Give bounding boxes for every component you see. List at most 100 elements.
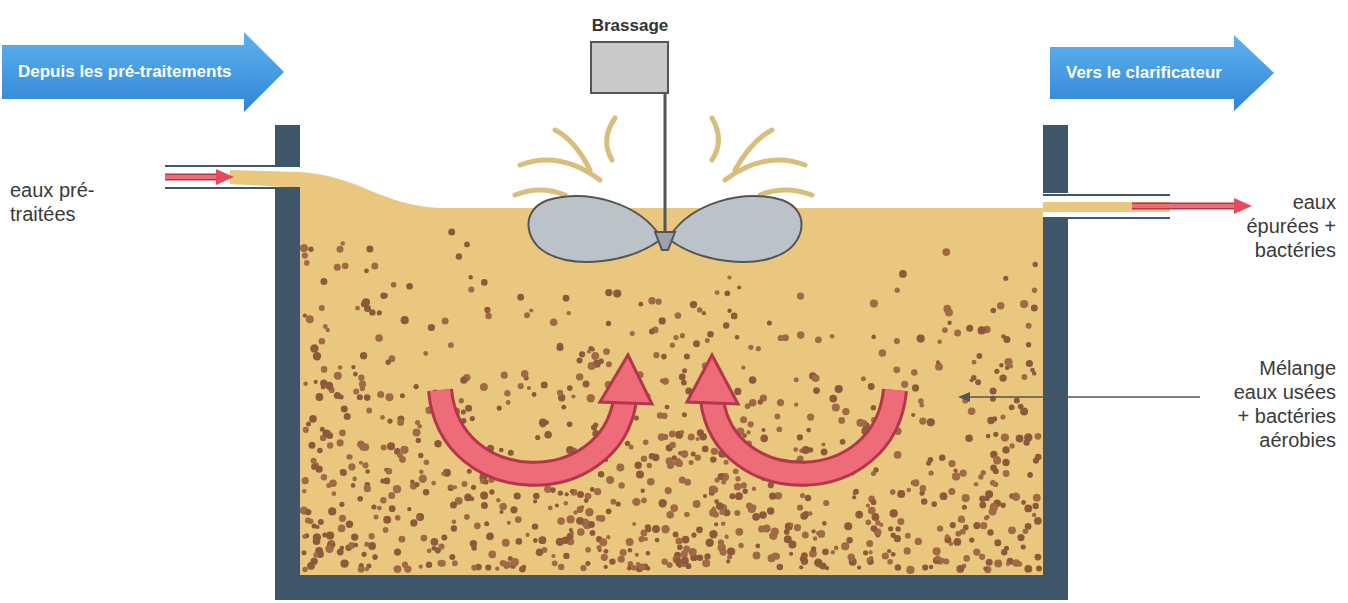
bacteria-dot: [670, 343, 675, 348]
bacteria-dot: [400, 393, 405, 398]
bacteria-dot: [948, 460, 955, 467]
bacteria-dot: [372, 554, 378, 560]
bacteria-dot: [514, 492, 521, 499]
bacteria-dot: [894, 451, 902, 459]
bacteria-dot: [760, 435, 768, 443]
bacteria-dot: [481, 502, 488, 509]
bacteria-dot: [855, 511, 863, 519]
bacteria-dot: [1000, 414, 1005, 419]
bacteria-dot: [926, 461, 931, 466]
bacteria-dot: [316, 393, 324, 401]
bacteria-dot: [434, 440, 441, 447]
bacteria-dot: [684, 512, 690, 518]
bacteria-dot: [1001, 549, 1007, 555]
bacteria-dot: [893, 366, 900, 373]
bacteria-dot: [767, 321, 772, 326]
bacteria-dot: [866, 558, 871, 563]
bacteria-dot: [576, 373, 583, 380]
bacteria-dot: [968, 407, 976, 415]
bacteria-dot: [806, 428, 811, 433]
bacteria-dot: [697, 429, 704, 436]
bacteria-dot: [993, 482, 998, 487]
bacteria-dot: [1033, 262, 1038, 267]
bacteria-dot: [769, 493, 776, 500]
bacteria-dot: [727, 275, 731, 279]
bacteria-dot: [386, 393, 394, 401]
bacteria-dot: [302, 489, 306, 493]
bacteria-dot: [882, 552, 889, 559]
bacteria-dot: [375, 334, 383, 342]
circulation-arrows: [440, 390, 895, 474]
bacteria-dot: [931, 501, 937, 507]
bacteria-dot: [386, 468, 393, 475]
bacteria-dot: [795, 525, 799, 529]
bacteria-dot: [1003, 336, 1010, 343]
bacteria-dot: [871, 525, 878, 532]
bacteria-dot: [702, 446, 709, 453]
bacteria-dot: [465, 405, 472, 412]
bacteria-dot: [358, 375, 364, 381]
bacteria-dot: [337, 439, 344, 446]
bacteria-dot: [648, 297, 655, 304]
bacteria-dot: [381, 444, 387, 450]
bacteria-dot: [942, 327, 948, 333]
bacteria-dot: [735, 492, 743, 500]
bacteria-dot: [649, 329, 655, 335]
bacteria-dot: [888, 526, 893, 531]
bacteria-dot: [748, 345, 753, 350]
bacteria-dot: [371, 263, 378, 270]
bacteria-dot: [539, 536, 547, 544]
bacteria-dot: [906, 566, 914, 574]
bacteria-dot: [416, 438, 421, 443]
bacteria-dot: [735, 528, 743, 536]
bacteria-dot: [674, 558, 681, 565]
bacteria-dot: [460, 377, 467, 384]
tank-walls: [275, 125, 1068, 600]
bacteria-dot: [693, 500, 701, 508]
bacteria-dot: [360, 352, 367, 359]
bacteria-dot: [441, 472, 445, 476]
bacteria-dot: [359, 461, 363, 465]
bacteria-dot: [693, 340, 700, 347]
bacteria-dot: [577, 528, 585, 536]
bacteria-dot: [561, 405, 566, 410]
bacteria-dot: [320, 278, 327, 285]
bacteria-dot: [632, 522, 636, 526]
bacteria-dot: [438, 560, 444, 566]
bacteria-dot: [380, 415, 385, 420]
bacteria-dot: [326, 328, 330, 332]
bacteria-dot: [866, 503, 870, 507]
bacteria-dot: [590, 487, 595, 492]
bacteria-dot: [532, 392, 537, 397]
bacteria-dot: [759, 511, 767, 519]
bacteria-dot: [438, 544, 444, 550]
bacteria-dot: [313, 552, 318, 557]
bacteria-dot: [1010, 443, 1015, 448]
bacteria-dot: [591, 425, 597, 431]
bacteria-dot: [583, 381, 590, 388]
bacteria-dot: [794, 377, 799, 382]
bacteria-dot: [652, 525, 660, 533]
bacteria-dot: [866, 520, 872, 526]
bacteria-dot: [919, 418, 926, 425]
bacteria-dot: [800, 493, 805, 498]
bacteria-dot: [362, 298, 370, 306]
bacteria-dot: [937, 339, 942, 344]
bacteria-dot: [911, 413, 915, 417]
bacteria-dot: [867, 559, 874, 566]
bacteria-dot: [680, 333, 685, 338]
bacteria-dot: [397, 452, 403, 458]
bacteria-dot: [329, 479, 337, 487]
bacteria-dot: [691, 451, 696, 456]
bacteria-dot: [1003, 470, 1010, 477]
bacteria-dot: [468, 286, 474, 292]
bacteria-dot: [550, 319, 558, 327]
bacteria-dot: [388, 492, 395, 499]
bacteria-dot: [714, 522, 718, 526]
bacteria-dot: [735, 335, 740, 340]
bacteria-dot: [418, 453, 423, 458]
bacteria-dot: [928, 470, 933, 475]
bacteria-dot: [741, 366, 745, 370]
bacteria-dot: [564, 501, 569, 506]
bacteria-dot: [344, 413, 351, 420]
